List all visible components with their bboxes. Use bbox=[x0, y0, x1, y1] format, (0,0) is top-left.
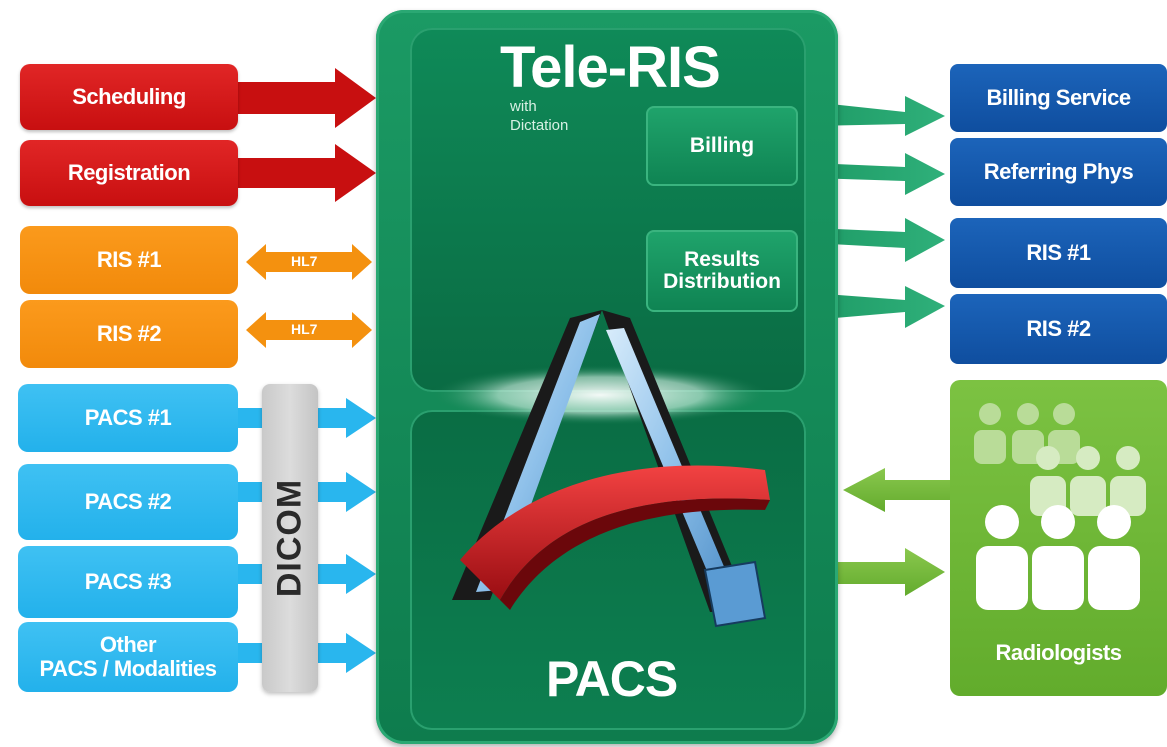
hl7-label-2: HL7 bbox=[291, 321, 318, 337]
results-label-line1: Results bbox=[684, 248, 760, 271]
ris1-right-box: RIS #1 bbox=[950, 218, 1167, 288]
billing-service-box: Billing Service bbox=[950, 64, 1167, 132]
ris1-arrow bbox=[812, 218, 945, 262]
pacs1-arrow bbox=[318, 398, 376, 438]
pacs3-label: PACS #3 bbox=[84, 569, 172, 594]
ris1-right-label: RIS #1 bbox=[1026, 240, 1091, 265]
ris2-right-label: RIS #2 bbox=[1026, 316, 1091, 341]
ris2-left-label: RIS #2 bbox=[96, 321, 162, 346]
pacs-title: PACS bbox=[546, 651, 678, 707]
hl7-arrow-2 bbox=[246, 312, 372, 348]
ris2-arrow bbox=[812, 286, 945, 328]
billing-service-arrow bbox=[812, 96, 945, 136]
pacs2-label: PACS #2 bbox=[84, 489, 172, 514]
ris2-right-box: RIS #2 bbox=[950, 294, 1167, 364]
hl7-label-1: HL7 bbox=[291, 253, 318, 269]
billing-label: Billing bbox=[689, 134, 755, 157]
people-group-icon bbox=[974, 403, 1146, 610]
pacs1-box: PACS #1 bbox=[18, 384, 238, 452]
registration-label: Registration bbox=[67, 160, 191, 185]
radiologists-out-arrow bbox=[812, 548, 945, 596]
pacs1-stub bbox=[238, 408, 264, 428]
results-distribution-box: Results Distribution bbox=[646, 230, 798, 312]
scheduling-arrow bbox=[238, 68, 376, 128]
tele-ris-title: Tele-RIS bbox=[500, 35, 721, 100]
other-arrow bbox=[318, 633, 376, 673]
ris1-left-label: RIS #1 bbox=[96, 247, 162, 272]
referring-phys-label: Referring Phys bbox=[983, 159, 1134, 184]
other-box: Other PACS / Modalities bbox=[18, 622, 238, 692]
referring-phys-box: Referring Phys bbox=[950, 138, 1167, 206]
pacs3-arrow bbox=[318, 554, 376, 594]
pacs2-box: PACS #2 bbox=[18, 464, 238, 540]
tele-ris-subtitle-line1: with bbox=[510, 98, 537, 115]
registration-box: Registration bbox=[20, 140, 238, 206]
pacs1-label: PACS #1 bbox=[84, 405, 172, 430]
radiologists-box: Radiologists bbox=[950, 380, 1167, 696]
ris2-left-box: RIS #2 bbox=[20, 300, 238, 368]
dicom-label: DICOM bbox=[270, 478, 309, 598]
registration-arrow bbox=[238, 144, 376, 202]
radiologists-in-arrow bbox=[843, 468, 952, 512]
pacs3-box: PACS #3 bbox=[18, 546, 238, 618]
scheduling-box: Scheduling bbox=[20, 64, 238, 130]
referring-phys-arrow bbox=[812, 153, 945, 195]
radiologists-label: Radiologists bbox=[995, 640, 1122, 665]
pacs3-stub bbox=[238, 564, 264, 584]
dicom-bar: DICOM bbox=[262, 384, 318, 692]
hl7-arrow-1 bbox=[246, 244, 372, 280]
billing-box: Billing bbox=[646, 106, 798, 186]
tele-ris-subtitle-line2: Dictation bbox=[510, 117, 569, 134]
ris1-left-box: RIS #1 bbox=[20, 226, 238, 294]
other-label-line2: PACS / Modalities bbox=[39, 656, 217, 681]
logo-a-icon bbox=[430, 310, 770, 628]
pacs2-arrow bbox=[318, 472, 376, 512]
billing-service-label: Billing Service bbox=[986, 85, 1131, 110]
scheduling-label: Scheduling bbox=[72, 84, 186, 109]
results-label-line2: Distribution bbox=[663, 270, 781, 293]
pacs2-stub bbox=[238, 482, 264, 502]
other-label-line1: Other bbox=[99, 632, 157, 657]
other-stub bbox=[238, 643, 264, 663]
